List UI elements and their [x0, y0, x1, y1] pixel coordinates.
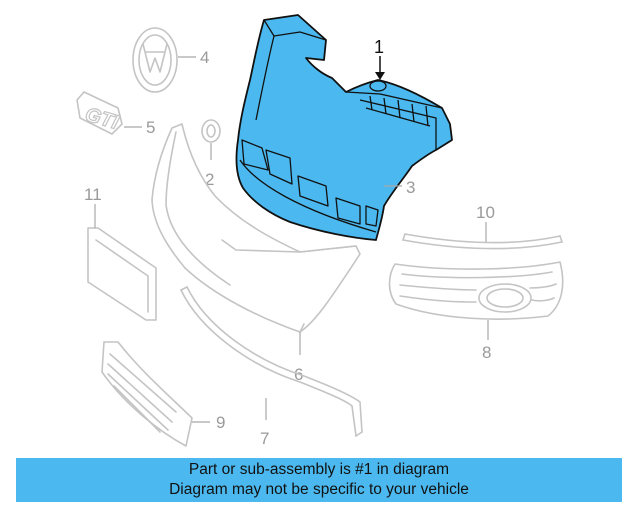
- part-6-bumper-cover: [151, 123, 361, 333]
- part-8-fog-lamp-grille: [388, 261, 564, 320]
- callout-10: 10: [476, 203, 495, 222]
- notice-line-1: Part or sub-assembly is #1 in diagram: [188, 461, 450, 478]
- part-11-license-bracket: [87, 227, 157, 321]
- part-9-lower-grille: [101, 341, 193, 447]
- callout-11: 11: [84, 185, 102, 204]
- callout-2: 2: [205, 170, 214, 189]
- part-1-grille: [235, 14, 453, 241]
- callout-5: 5: [146, 118, 155, 137]
- diagram-notice-banner: Part or sub-assembly is #1 in diagram Di…: [16, 458, 622, 502]
- part-5-badge: GTI: [76, 91, 123, 135]
- callout-7: 7: [260, 429, 269, 448]
- callout-1: 1: [374, 37, 384, 57]
- part-2-clip: [201, 119, 221, 143]
- notice-line-2: Diagram may not be specific to your vehi…: [169, 481, 469, 498]
- callout-4: 4: [200, 48, 209, 67]
- callout-9: 9: [216, 413, 225, 432]
- callout-3: 3: [406, 178, 415, 197]
- callout-8: 8: [482, 343, 491, 362]
- parts-diagram: 4 GTI 5 2 6 7 9 11: [76, 14, 564, 448]
- badge-lettering: GTI: [83, 104, 122, 134]
- part-10-chrome-strip: [402, 233, 563, 250]
- part-7-trim-strip: [180, 286, 363, 437]
- part-4-emblem: [132, 27, 178, 93]
